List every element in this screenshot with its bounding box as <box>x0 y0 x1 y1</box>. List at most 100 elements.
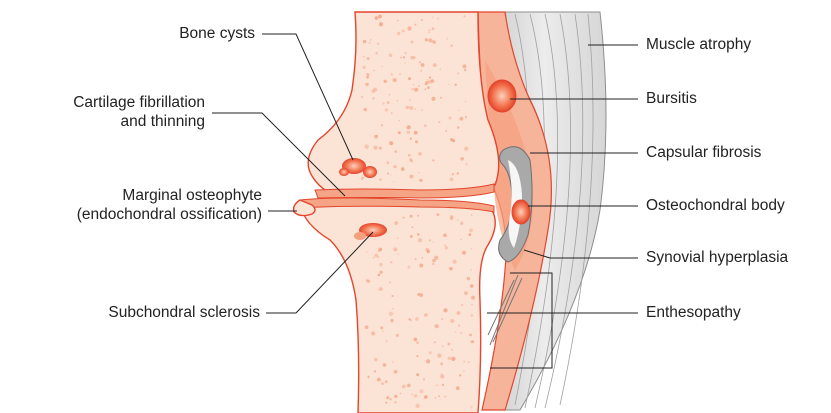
bone-speckle <box>471 248 473 250</box>
bone-speckle <box>463 361 465 363</box>
bone-speckle <box>394 370 398 374</box>
bone-speckle <box>419 264 423 268</box>
bone-speckle <box>389 94 390 95</box>
bone-speckle <box>375 52 378 55</box>
bone-speckle <box>451 357 455 361</box>
bone-speckle <box>418 172 419 173</box>
label-capsular-fibrosis: Capsular fibrosis <box>646 143 761 162</box>
bone-speckle <box>419 61 421 63</box>
bone-speckle <box>361 96 364 99</box>
bone-speckle <box>366 76 369 79</box>
bone-speckle <box>405 52 407 54</box>
bone-speckle <box>403 56 405 58</box>
bone-speckle <box>435 324 439 328</box>
bone-speckle <box>442 384 444 386</box>
bone-speckle <box>421 63 425 67</box>
bone-speckle <box>451 358 452 359</box>
bone-speckle <box>366 251 367 252</box>
bone-speckle <box>367 57 370 60</box>
bone-speckle <box>386 161 389 164</box>
label-marginal-osteophyte: Marginal osteophyte (endochondral ossifi… <box>0 186 262 224</box>
label-cartilage-fibrillation: Cartilage fibrillation and thinning <box>0 93 205 131</box>
bone-speckle <box>414 24 416 26</box>
bone-speckle <box>367 376 369 378</box>
bone-speckle <box>429 76 431 78</box>
bone-speckle <box>408 154 411 157</box>
bone-speckle <box>451 138 454 141</box>
bone-speckle <box>389 282 391 284</box>
bone-speckle <box>365 145 369 149</box>
bone-speckle <box>425 81 429 85</box>
bone-speckle <box>380 326 383 329</box>
bone-speckle <box>435 397 436 398</box>
bone-speckle <box>415 140 418 143</box>
bone-speckle <box>469 334 472 337</box>
bone-speckle <box>392 295 394 297</box>
bone-speckle <box>438 121 440 123</box>
bone-speckle <box>434 342 436 344</box>
bone-speckle <box>422 257 424 259</box>
bone-speckle <box>414 88 418 92</box>
bone-speckle <box>417 293 420 296</box>
label-subchondral-sclerosis: Subchondral sclerosis <box>40 303 260 322</box>
bone-speckle <box>437 354 441 358</box>
bone-speckle <box>442 345 443 346</box>
bone-speckle <box>383 103 385 105</box>
bone-speckle <box>459 374 461 376</box>
bone-speckle <box>447 38 449 40</box>
bone-speckle <box>407 384 411 388</box>
bone-speckle <box>378 256 380 258</box>
bone-speckle <box>385 402 387 404</box>
bone-speckle <box>471 296 475 300</box>
bone-speckle <box>436 384 438 386</box>
bone-speckle <box>460 222 463 225</box>
bone-speckle <box>455 331 456 332</box>
bone-speckle <box>470 284 474 288</box>
bone-speckle <box>444 245 446 247</box>
bone-speckle <box>414 338 418 342</box>
bone-speckle <box>392 308 393 309</box>
bone-speckle <box>379 22 383 26</box>
bone-speckle <box>393 181 394 182</box>
bone-speckle <box>438 395 440 397</box>
bone-speckle <box>375 135 378 138</box>
bone-speckle <box>424 313 428 317</box>
bone-speckle <box>464 69 467 72</box>
bone-speckle <box>394 401 397 404</box>
bone-speckle <box>432 241 433 242</box>
bone-speckle <box>371 332 375 336</box>
bone-speckle <box>393 78 397 82</box>
bone-speckle <box>425 89 426 90</box>
bone-speckle <box>432 27 435 30</box>
bone-speckle <box>371 90 375 94</box>
bone-speckle <box>396 334 399 337</box>
label-osteophyte-line2: (endochondral ossification) <box>0 205 262 224</box>
bone-speckle <box>451 349 453 351</box>
bone-speckle <box>409 106 413 110</box>
bone-speckle <box>385 380 388 383</box>
bone-speckle <box>457 126 459 128</box>
bone-speckle <box>394 150 397 153</box>
bone-speckle <box>399 120 400 121</box>
bone-speckle <box>416 404 420 408</box>
bone-speckle <box>369 42 371 44</box>
bone-speckle <box>428 29 430 31</box>
bone-speckle <box>462 251 466 255</box>
label-bone-cysts: Bone cysts <box>120 24 255 43</box>
bone-speckle <box>378 248 382 252</box>
bone-speckle <box>464 15 466 17</box>
bone-speckle <box>384 80 387 83</box>
osteochondral-body <box>512 200 530 224</box>
bone-speckle <box>419 389 423 393</box>
bone-speckle <box>437 18 439 20</box>
bone-speckle <box>423 378 425 380</box>
bone-speckle <box>389 141 393 145</box>
bone-speckle <box>407 125 411 129</box>
bone-speckle <box>440 69 441 70</box>
bone-speckle <box>383 363 387 367</box>
bone-speckle <box>414 131 418 135</box>
bone-speckle <box>410 175 414 179</box>
bone-speckle <box>408 318 410 320</box>
bone-speckle <box>381 382 384 385</box>
bone-speckle <box>416 355 418 357</box>
